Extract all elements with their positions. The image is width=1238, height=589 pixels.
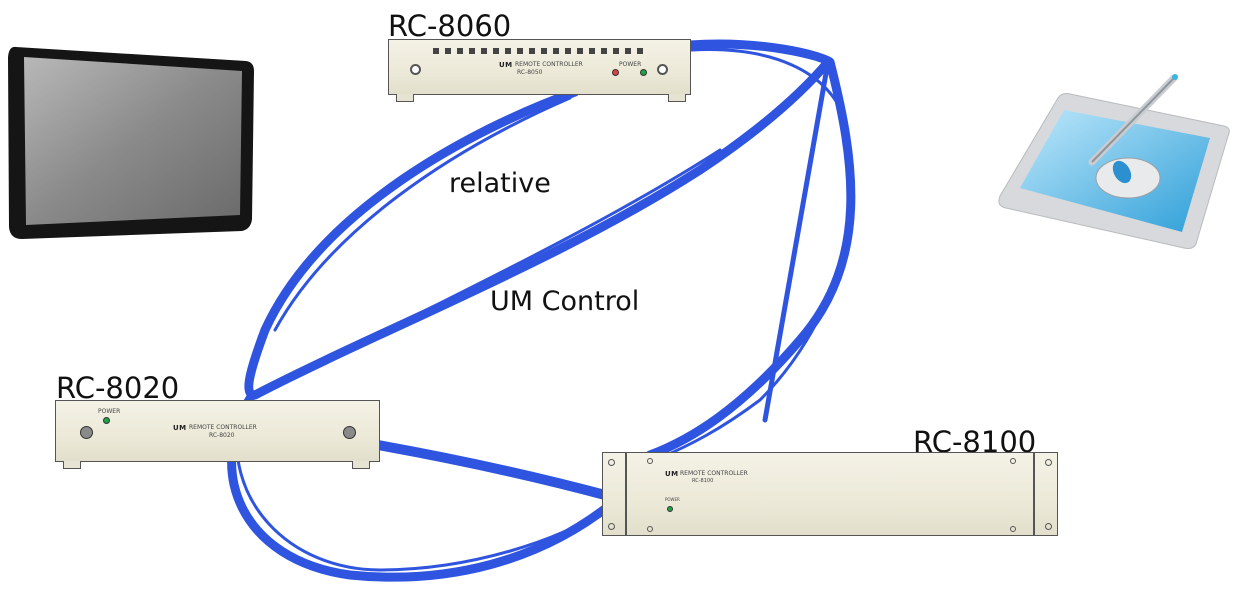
rc8060-left-knob [410, 64, 421, 75]
rc8020-green-led [103, 417, 110, 424]
rc8100-rack-hole-tr [1045, 459, 1052, 466]
rc8100-title: RC-8100 [913, 425, 1037, 459]
rc8020-device: POWER UM REMOTE CONTROLLER RC-8020 [55, 400, 380, 462]
rc8060-brand-logo: UM [499, 61, 513, 69]
rc8020-brand-logo: UM [173, 424, 187, 432]
rc8060-power-label: POWER [619, 61, 642, 68]
link-corner-to-rc8100 [762, 59, 831, 423]
rc8060-green-led [640, 69, 647, 76]
rc8100-brand-logo: UM [665, 470, 679, 478]
rc8060-model-text: RC-8050 [517, 69, 543, 76]
rc8020-right-knob [343, 426, 356, 439]
link-relative-arc [244, 87, 580, 400]
rc8020-title: RC-8020 [56, 371, 180, 405]
rc8100-screw-tl [647, 458, 653, 464]
tablet-icon [8, 46, 254, 240]
rc8100-green-led [667, 506, 673, 512]
rc8060-device: UM REMOTE CONTROLLER RC-8050 POWER [388, 39, 691, 95]
rc8020-left-knob [80, 426, 93, 439]
rc8060-red-led [612, 69, 619, 76]
rc8060-right-knob [657, 64, 668, 75]
rc8100-panel-text: REMOTE CONTROLLER [680, 470, 748, 477]
rc8060-panel-text: REMOTE CONTROLLER [515, 61, 583, 68]
rc8100-power-label: POWER [665, 497, 680, 502]
rc8020-model-text: RC-8020 [209, 432, 235, 439]
link-relative-arc-2 [273, 96, 572, 332]
rc8060-foot-right [668, 94, 686, 102]
relative-label: relative [449, 168, 551, 199]
rc8100-screw-br [1010, 526, 1016, 532]
rc8060-indicator-row [433, 48, 643, 54]
rc8060-title: RC-8060 [388, 9, 512, 43]
rc8100-rack-hole-bl [608, 523, 615, 530]
rc8020-panel-text: REMOTE CONTROLLER [189, 424, 257, 431]
rc8100-rack-hole-br [1045, 523, 1052, 530]
link-bottom-loop [227, 390, 615, 582]
rc8020-foot-right [352, 461, 370, 469]
rc8100-model-text: RC-8100 [692, 478, 714, 484]
rc8020-power-label: POWER [98, 408, 121, 415]
rc8100-device: UM REMOTE CONTROLLER RC-8100 POWER [602, 452, 1058, 536]
pen-tablet-mouse-icon [998, 74, 1230, 249]
um-control-label: UM Control [490, 286, 640, 317]
link-rc8060-loop-2 [658, 48, 854, 460]
rc8100-rack-hole-tl [608, 459, 615, 466]
link-um-control-2 [263, 148, 722, 394]
rc8060-foot-left [396, 94, 414, 102]
rc8100-screw-tr [1010, 458, 1016, 464]
link-bottom-loop-2 [235, 408, 607, 572]
link-rc8020-rc8100 [373, 440, 610, 500]
rc8020-foot-left [63, 461, 81, 469]
rc8100-right-rack-ear [1033, 453, 1035, 535]
rc8100-left-rack-ear [625, 453, 627, 535]
rc8100-screw-bl [647, 526, 653, 532]
